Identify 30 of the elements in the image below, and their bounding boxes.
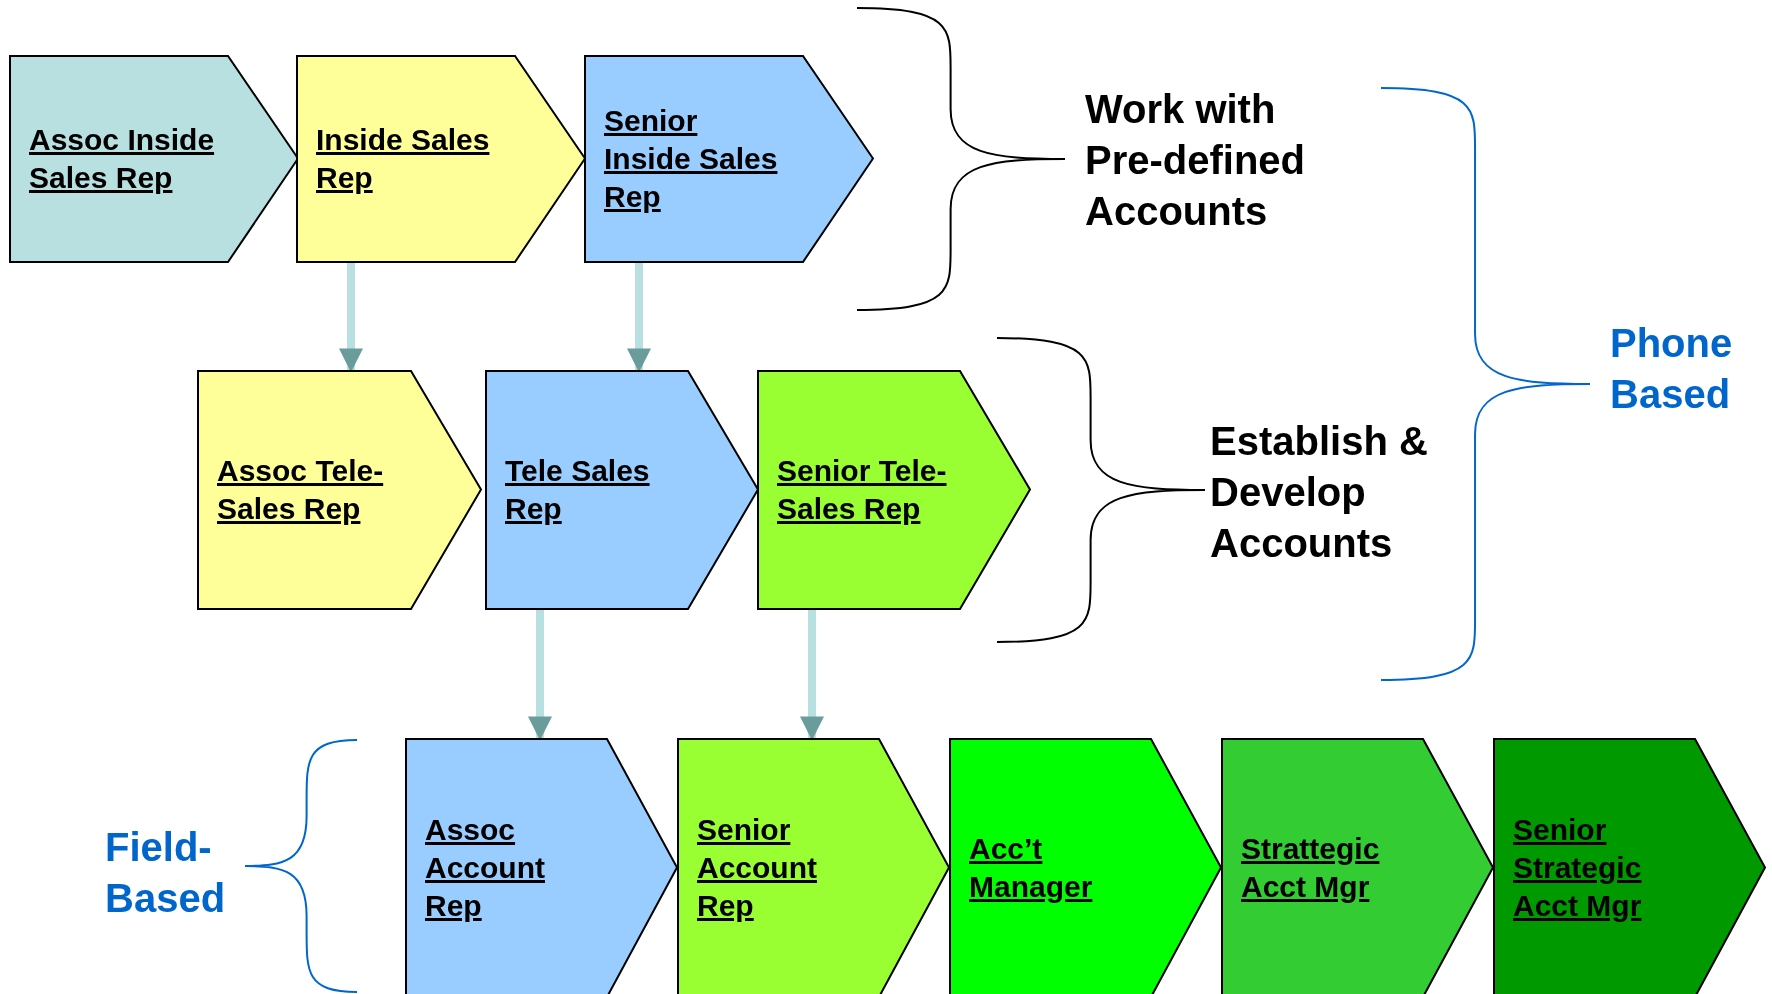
chevron-box: [197, 370, 482, 610]
role-title: Senior Strategic Acct Mgr: [1513, 812, 1643, 924]
chevron-box: [757, 370, 1031, 610]
brace-label: Work with Pre-defined Accounts: [1085, 86, 1307, 235]
chevron-box: [677, 738, 950, 994]
role-title: Assoc Account Rep: [425, 812, 546, 924]
role-title: Senior Account Rep: [697, 812, 818, 924]
brace-label: Phone Based: [1610, 320, 1734, 418]
role-title: Senior Tele-Sales Rep: [777, 453, 948, 527]
role-title: Assoc Inside Sales Rep: [29, 122, 216, 196]
role-title: Inside Sales Rep: [316, 122, 491, 196]
role-title: Senior Inside Sales Rep: [604, 103, 779, 215]
arrow: [528, 610, 552, 741]
role-title: Tele Sales Rep: [505, 453, 651, 527]
chevron-box: [1221, 738, 1494, 994]
brace-label: Field-Based: [105, 824, 227, 922]
role-title: Strattegic Acct Mgr: [1241, 831, 1381, 905]
chevron-box: [485, 370, 759, 610]
arrow: [800, 610, 824, 741]
role-title: Acc’t Manager: [969, 831, 1094, 905]
chevron-box: [296, 55, 586, 263]
chevron-box: [584, 55, 874, 263]
chevron-box: [9, 55, 299, 263]
arrow: [339, 263, 363, 373]
role-title: Assoc Tele-Sales Rep: [217, 453, 385, 527]
chevron-box: [1493, 738, 1766, 994]
brace-label: Establish & Develop Accounts: [1210, 418, 1429, 567]
chevron-box: [405, 738, 678, 994]
arrow: [627, 263, 651, 373]
chevron-box: [949, 738, 1222, 994]
